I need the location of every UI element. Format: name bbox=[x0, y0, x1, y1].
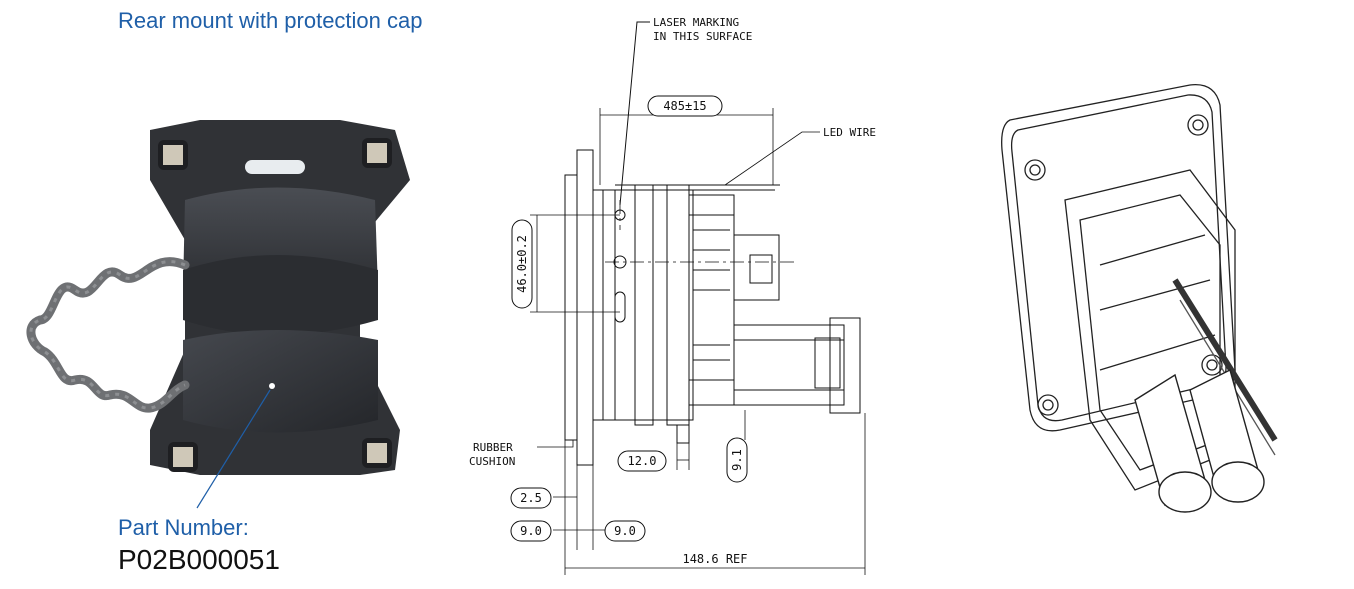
dim-2-5: 2.5 bbox=[520, 491, 542, 505]
page-title: Rear mount with protection cap bbox=[118, 8, 423, 33]
isometric-drawing bbox=[1001, 84, 1278, 513]
part-number-label: Part Number: bbox=[118, 515, 249, 540]
callout-laser-marking-2: IN THIS SURFACE bbox=[653, 30, 752, 43]
dim-overall: 148.6 REF bbox=[682, 552, 747, 566]
dim-12: 12.0 bbox=[628, 454, 657, 468]
dim-46: 46.0±0.2 bbox=[515, 235, 529, 293]
callout-rubber-1: RUBBER bbox=[473, 441, 513, 454]
part-pointer-line bbox=[196, 389, 271, 509]
dim-485: 485±15 bbox=[663, 99, 706, 113]
led-window bbox=[245, 160, 305, 174]
callout-led-wire: LED WIRE bbox=[823, 126, 876, 139]
technical-drawing: LASER MARKING IN THIS SURFACE LED WIRE R… bbox=[469, 16, 876, 575]
dim-9-left: 9.0 bbox=[520, 524, 542, 538]
product-photo bbox=[26, 120, 410, 509]
part-number-value: P02B000051 bbox=[118, 544, 280, 575]
iso-flange bbox=[1001, 84, 1236, 432]
corner-screws bbox=[158, 138, 392, 472]
coiled-tether bbox=[26, 257, 190, 413]
dim-9-right: 9.0 bbox=[614, 524, 636, 538]
callout-rubber-2: CUSHION bbox=[469, 455, 515, 468]
callout-laser-marking-1: LASER MARKING bbox=[653, 16, 739, 29]
cap-marker bbox=[269, 383, 275, 389]
dim-9-1: 9.1 bbox=[730, 449, 744, 471]
lower-cap bbox=[183, 330, 378, 433]
